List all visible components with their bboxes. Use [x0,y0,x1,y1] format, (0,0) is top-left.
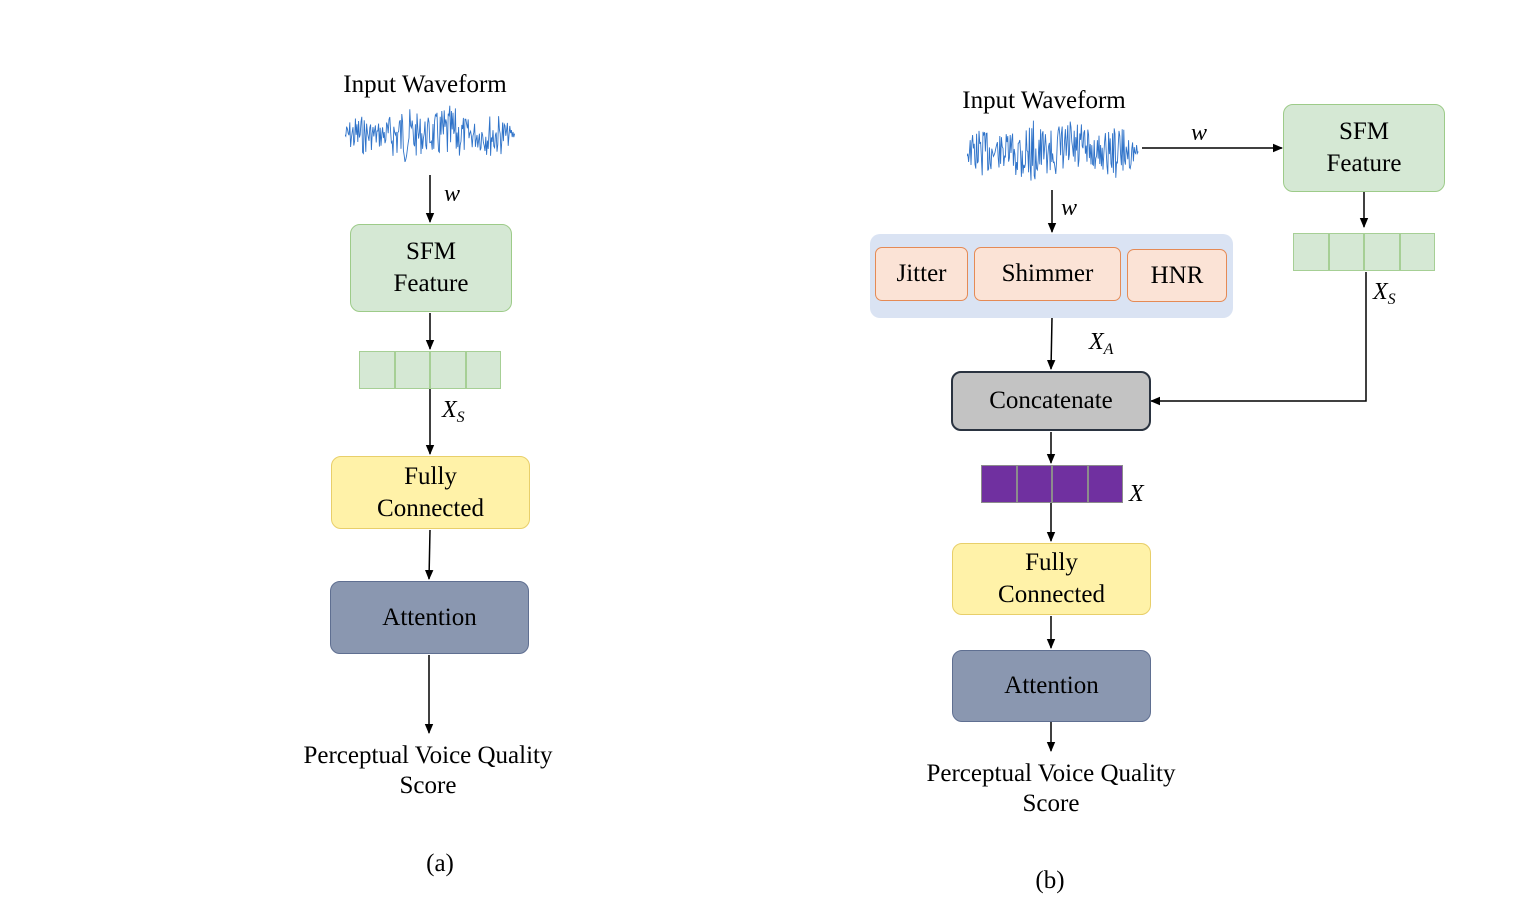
vector-cell [1399,233,1435,271]
b-xs-base: X [1373,279,1388,305]
b-w-right-label: w [1191,120,1208,146]
arrow-b-acoustic-to-concat [1046,317,1056,370]
b-fused-feature-vector [981,465,1123,503]
a-caption: (a) [426,850,454,877]
waveform-trace [967,120,1139,181]
a-sfm-embedding-vector [359,351,501,389]
b-sfm-line1: SFM [1338,118,1390,145]
b-xs-sub: S [1387,291,1396,308]
a-xs-label: XS [442,397,465,431]
b-fc-line2: Connected [998,581,1105,608]
b-jitter-label: Jitter [896,260,947,287]
vector-cell [465,351,501,389]
vector-cell [1293,233,1329,271]
b-w-down-label: w [1061,195,1078,221]
arrow-b-xs-to-concat [1150,272,1367,406]
a-output-line2: Score [399,772,457,799]
a-fc-line2: Connected [377,494,484,522]
b-caption: (b) [1035,867,1065,894]
vector-cell [1328,233,1364,271]
b-x-label: X [1129,481,1144,507]
a-output-score-label: Perceptual Voice Quality Score [268,741,588,801]
b-fc-line1: Fully [1025,549,1078,576]
a-fully-connected-box: Fully Connected [331,456,530,529]
a-w-label: w [444,181,461,207]
b-output-score-label: Perceptual Voice Quality Score [891,759,1211,819]
b-fully-connected-box: Fully Connected [952,543,1151,615]
vector-cell [1052,465,1088,503]
vector-cell [359,351,395,389]
b-hnr-box: HNR [1127,249,1227,302]
b-output-line2: Score [1022,790,1080,817]
a-sfm-feature-box: SFM Feature [350,224,512,312]
vector-cell [430,351,466,389]
b-xa-sub: A [1103,341,1114,358]
a-sfm-line1: SFM [405,238,457,265]
b-sfm-feature-box: SFM Feature [1283,104,1445,192]
b-jitter-box: Jitter [875,247,968,301]
a-sfm-line2: Feature [393,270,469,297]
vector-cell [981,465,1017,503]
b-attention-label: Attention [1004,672,1099,699]
a-fc-line1: Fully [404,462,457,490]
audio-waveform-icon [967,120,1139,181]
b-sfm-embedding-vector [1293,233,1435,271]
b-output-line1: Perceptual Voice Quality [926,760,1176,787]
b-attention-box: Attention [952,650,1151,722]
b-hnr-label: HNR [1150,261,1204,289]
vector-cell [1016,465,1052,503]
b-shimmer-label: Shimmer [1001,260,1094,287]
vector-cell [394,351,430,389]
a-attention-label: Attention [382,603,477,631]
vector-cell [1364,233,1400,271]
b-concatenate-label: Concatenate [989,387,1113,414]
b-concatenate-box: Concatenate [951,371,1151,431]
b-xa-base: X [1089,329,1104,355]
b-input-waveform-label: Input Waveform [962,87,1126,114]
b-xa-label: XA [1089,329,1113,363]
a-xs-base: X [442,397,457,423]
vector-cell [1087,465,1123,503]
a-attention-box: Attention [330,581,529,654]
b-shimmer-box: Shimmer [974,247,1121,301]
a-input-waveform-label: Input Waveform [343,71,507,98]
waveform-trace [345,105,515,163]
arrow-a-fc-to-attention [424,529,434,580]
b-sfm-line2: Feature [1326,150,1402,177]
a-xs-sub: S [456,409,465,426]
audio-waveform-icon [345,105,515,163]
a-output-line1: Perceptual Voice Quality [303,742,553,769]
b-xs-label: XS [1373,279,1396,313]
